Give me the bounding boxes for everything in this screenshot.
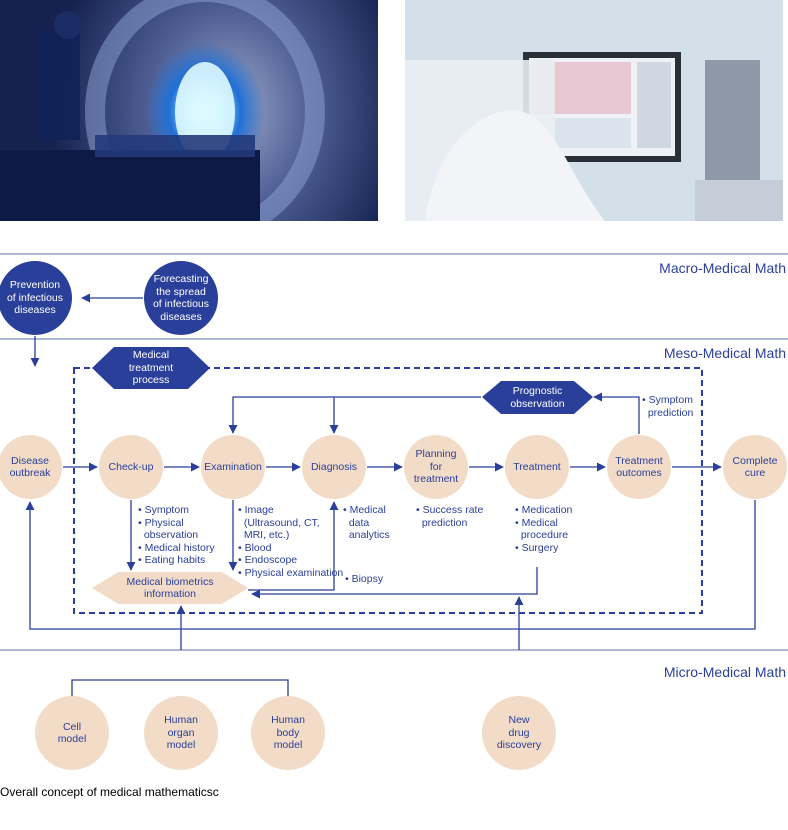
stage-label-diagnosis: Diagnosis [310, 460, 358, 473]
drug-discovery-label: New drug discovery [496, 714, 542, 752]
stage-label-planning: Planning for treatment [413, 448, 459, 486]
body-model-label: Human body model [271, 714, 305, 752]
stage-label-outcomes: Treatment outcomes [615, 454, 663, 480]
lab-microscope-photo [405, 0, 783, 221]
drug-discovery-circle [482, 696, 556, 770]
prevention-circle [0, 261, 72, 335]
prognostic-hexagon [482, 381, 593, 414]
cure-feedback-loop [25, 500, 756, 630]
prognostic-label: Prognostic observation [510, 385, 565, 410]
stage-circle-planning [404, 435, 468, 499]
biometrics-to-diagnosis-line [248, 501, 339, 591]
checkup-notes: • Symptom • Physical observation • Medic… [138, 504, 215, 566]
mri-scanner-photo [0, 0, 378, 221]
biometrics-label: Medical biometrics information [126, 575, 214, 601]
stage-circle-diagnosis [302, 435, 366, 499]
stage-label-examination: Examination [204, 460, 262, 473]
diagnosis-notes: • Medical data analytics [343, 504, 390, 541]
macro-zone-label: Macro-Medical Math [659, 260, 786, 276]
forecasting-label: Forecasting the spread of infectious dis… [152, 273, 210, 323]
treatment-notes: • Medication • Medical procedure • Surge… [515, 504, 573, 554]
cell-model-label: Cell model [57, 720, 87, 746]
examination-notes: • Image (Ultrasound, CT, MRI, etc.) • Bl… [238, 504, 344, 579]
organ-model-circle [144, 696, 218, 770]
stage-circle-outcomes [607, 435, 671, 499]
forecasting-circle [144, 261, 218, 335]
stage-circle-treatment [505, 435, 569, 499]
micro-models-bracket [71, 679, 289, 697]
symptom-prediction-note: • Symptom prediction [642, 394, 694, 419]
stage-circle-examination [201, 435, 265, 499]
biopsy-note: • Biopsy [345, 573, 384, 585]
stage-label-disease-outbreak: Disease outbreak [9, 454, 51, 480]
stage-label-checkup: Check-up [108, 460, 154, 473]
micro-zone-label: Micro-Medical Math [663, 664, 786, 680]
treatment-process-label: Medical treatment process [128, 349, 174, 387]
mri-photo-art [0, 0, 325, 221]
treatment-to-biometrics-line [251, 567, 538, 599]
biometrics-hexagon [92, 572, 248, 604]
treatment-process-frame [73, 367, 703, 614]
stage-label-treatment: Treatment [513, 460, 561, 473]
lab-photo-art [405, 0, 783, 221]
organ-model-label: Human organ model [164, 714, 198, 752]
body-model-circle [251, 696, 325, 770]
cell-model-circle [35, 696, 109, 770]
planning-notes: • Success rate prediction [416, 504, 484, 529]
outcomes-to-prognostic-line [593, 392, 640, 434]
stage-label-complete-cure: Complete cure [732, 454, 778, 480]
prevention-label: Prevention of infectious diseases [6, 279, 64, 317]
meso-zone-label: Meso-Medical Math [663, 345, 786, 361]
prognostic-to-examination-line [228, 396, 481, 434]
stage-circle-disease-outbreak [0, 435, 62, 499]
stage-circle-complete-cure [723, 435, 787, 499]
figure-caption: Overall concept of medical mathematicsc [0, 785, 219, 799]
stage-circle-checkup [99, 435, 163, 499]
treatment-process-hexagon [92, 347, 210, 389]
